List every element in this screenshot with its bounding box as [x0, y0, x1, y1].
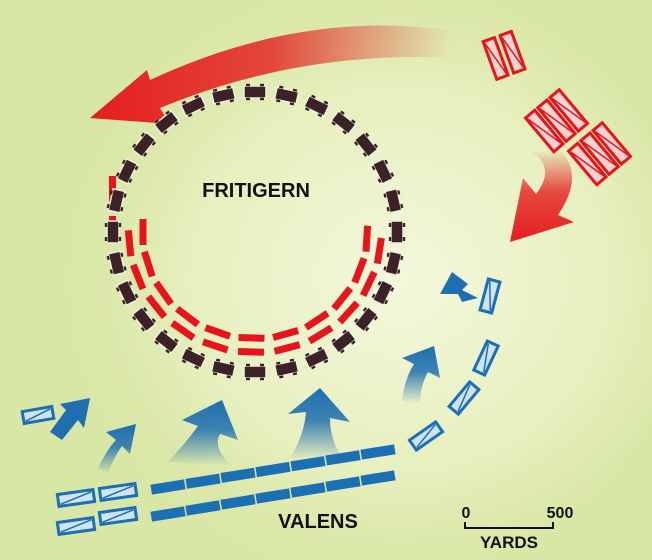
roman-infantry-unit — [325, 450, 361, 466]
gothic-infantry-unit — [272, 327, 300, 341]
roman-cavalry-bottom-4 — [97, 505, 139, 527]
roman-infantry-unit — [290, 456, 326, 472]
roman-cavalry-right-1 — [478, 277, 502, 315]
roman-arrow-right-1 — [402, 346, 440, 404]
roman-infantry-unit — [185, 473, 221, 489]
wagon — [115, 157, 139, 185]
roman-cavalry-bottom-3 — [55, 515, 97, 537]
map-highlight — [30, 0, 652, 560]
gothic-cavalry-arrow-east — [510, 150, 574, 242]
roman-infantry-unit — [150, 506, 186, 522]
roman-infantry-unit — [325, 476, 361, 492]
wagon — [131, 305, 157, 333]
roman-cavalry-right-3 — [447, 379, 481, 417]
gothic-cavalry-unit-2 — [523, 87, 590, 154]
gothic-infantry-unit — [337, 300, 360, 325]
roman-infantry-unit — [360, 444, 396, 460]
gothic-infantry-unit — [362, 225, 372, 252]
roman-infantry-unit — [360, 470, 396, 486]
wagon — [106, 187, 127, 214]
scale-start-label: 0 — [462, 505, 471, 522]
wagon — [153, 109, 180, 136]
scale-bar: 0 500 YARDS — [462, 505, 574, 552]
gothic-infantry-unit — [273, 341, 301, 355]
wagon — [131, 131, 157, 159]
wagon — [179, 94, 207, 118]
wagon — [303, 346, 331, 370]
wagon — [353, 131, 379, 159]
roman-advance-arrows — [50, 272, 478, 474]
gothic-infantry-unit — [175, 305, 200, 328]
gothic-infantry-unit — [124, 230, 135, 257]
gothic-infantry-unit — [170, 320, 196, 341]
wagon — [243, 363, 267, 381]
roman-infantry-unit — [150, 479, 186, 495]
roman-infantry-unit — [220, 467, 256, 483]
gothic-infantry-unit — [129, 263, 147, 291]
roman-cavalry-units — [20, 277, 502, 537]
wagon — [273, 85, 300, 106]
gothic-infantry-unit — [145, 294, 168, 320]
roman-arrow-center-1 — [168, 400, 238, 466]
gothic-infantry-unit — [238, 333, 265, 342]
gothic-infantry-unit — [201, 338, 229, 354]
gothic-infantry-unit — [153, 280, 174, 306]
wagon — [153, 328, 180, 355]
roman-cavalry-right-4 — [407, 419, 445, 453]
wagon — [273, 358, 300, 379]
gothic-infantry-unit — [304, 310, 330, 331]
wagon-laager — [104, 83, 406, 381]
wagon — [106, 250, 127, 277]
gothic-infantry-unit — [307, 324, 334, 345]
wagon — [353, 305, 379, 333]
roman-infantry-unit — [220, 494, 256, 510]
gothic-infantry-unit — [141, 250, 156, 278]
gothic-cavalry-arrow-north — [90, 25, 452, 124]
roman-arrow-left-1 — [50, 398, 90, 440]
wagon — [210, 358, 237, 379]
wagon — [104, 220, 122, 244]
wagon — [179, 346, 207, 370]
roman-cavalry-left-1 — [20, 404, 56, 426]
roman-arrow-center-2 — [288, 388, 350, 460]
gothic-infantry-unit — [204, 324, 232, 340]
wagon — [383, 187, 404, 214]
roman-cavalry-bottom-2 — [97, 481, 139, 503]
roman-infantry-units — [150, 444, 396, 522]
scale-end-label: 500 — [547, 505, 574, 522]
wagon — [330, 109, 357, 136]
wagon — [243, 83, 267, 101]
gothic-infantry-unit — [139, 219, 147, 245]
wagon — [371, 279, 395, 307]
gothic-cavalry-unit-3 — [566, 120, 633, 187]
gothic-infantry-unit — [359, 270, 378, 298]
wagon — [371, 157, 395, 185]
wagon — [330, 328, 357, 355]
valens-label: VALENS — [278, 511, 358, 533]
roman-arrow-left-2 — [98, 424, 136, 474]
roman-infantry-unit — [290, 482, 326, 498]
roman-infantry-unit — [185, 500, 221, 516]
roman-infantry-unit — [255, 461, 291, 478]
gothic-cavalry-unit-1 — [481, 29, 527, 82]
gothic-infantry-unit — [351, 257, 368, 284]
gothic-infantry-unit — [237, 347, 265, 356]
scale-unit-label: YARDS — [480, 533, 538, 552]
wagon — [388, 220, 406, 244]
gothic-infantry-unit — [331, 286, 354, 311]
gothic-cavalry-units — [481, 29, 633, 187]
fritigern-label: FRITIGERN — [202, 180, 310, 202]
wagon — [115, 279, 139, 307]
wagon — [383, 250, 404, 277]
roman-infantry-unit — [255, 488, 291, 504]
wagon — [303, 94, 331, 118]
roman-arrow-right-2 — [440, 272, 478, 302]
gothic-infantry-unit — [373, 237, 385, 265]
scale-line — [464, 522, 554, 529]
roman-cavalry-bottom-1 — [55, 487, 97, 509]
wagon — [210, 85, 237, 106]
roman-cavalry-right-2 — [471, 338, 501, 378]
